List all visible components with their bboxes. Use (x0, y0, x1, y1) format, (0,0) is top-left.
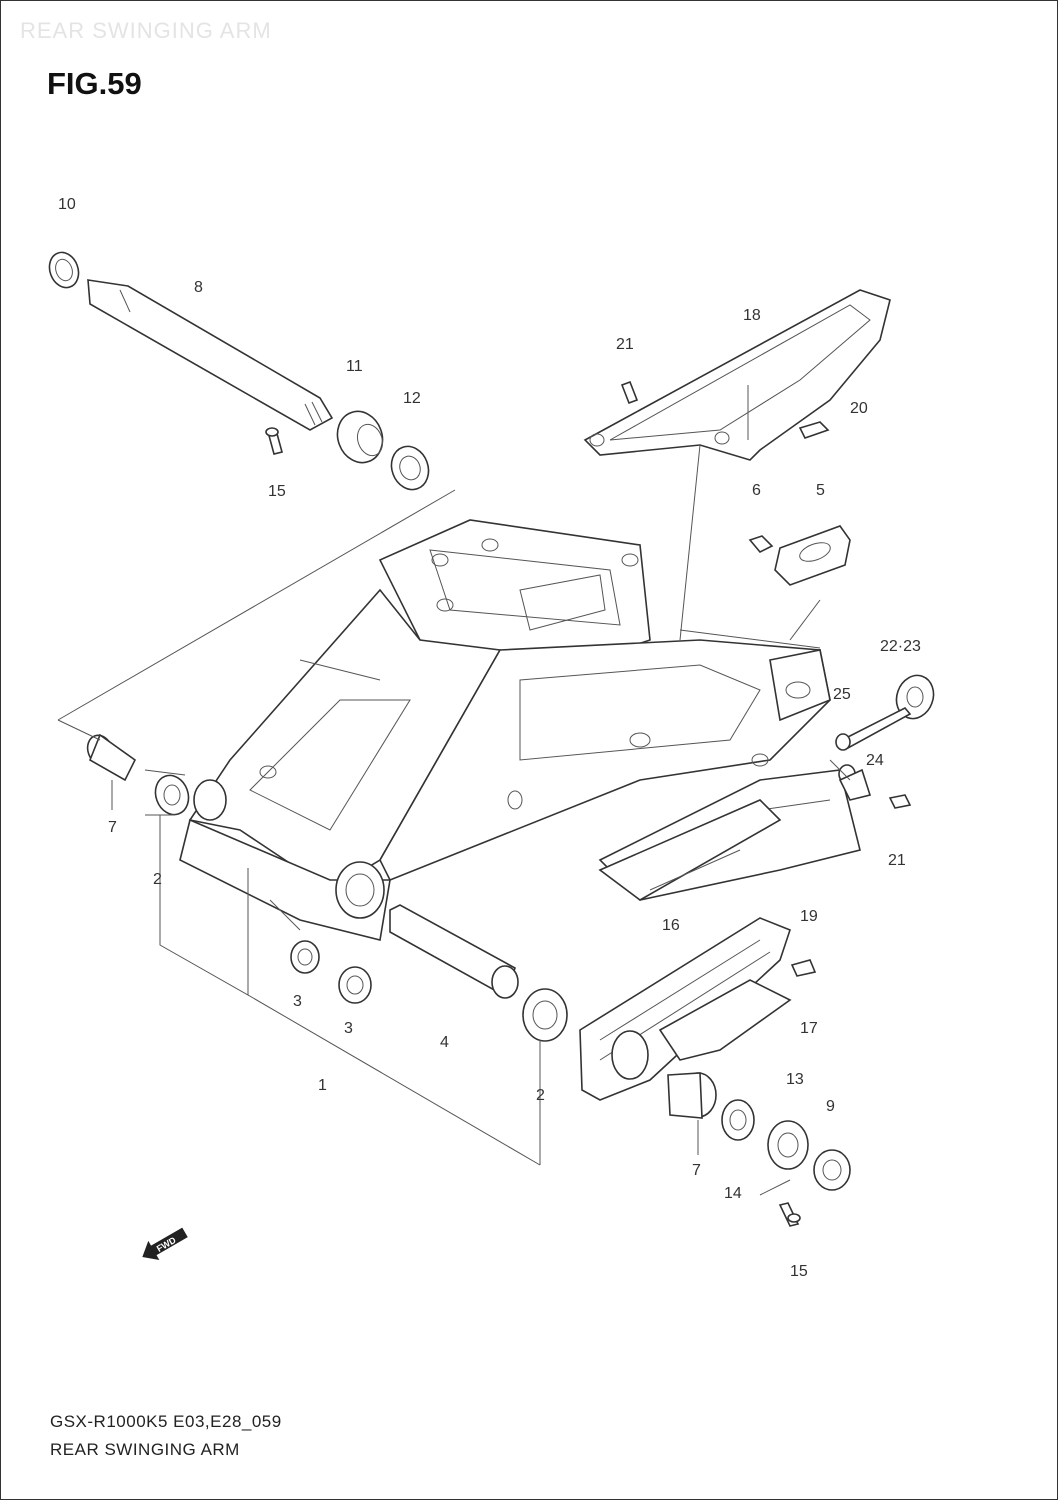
callout-18: 18 (743, 307, 761, 324)
callout-6: 6 (752, 482, 761, 499)
lock-nut-part-12 (390, 445, 430, 491)
callout-15-bottom: 15 (790, 1263, 808, 1280)
callout-4: 4 (440, 1034, 449, 1051)
callout-21-lower: 21 (888, 852, 906, 869)
callout-3-a: 3 (293, 993, 302, 1010)
header-watermark: REAR SWINGING ARM (20, 18, 272, 43)
leader-lines (57, 385, 851, 1196)
callout-13: 13 (786, 1071, 804, 1088)
cushion-rod-part-17 (658, 979, 792, 1061)
callout-7-left: 7 (108, 819, 117, 836)
bearing-part-2-left (144, 769, 190, 816)
callout-7-right: 7 (692, 1162, 701, 1179)
adjuster-nut-part-11 (336, 410, 384, 464)
chain-guard-part-16 (598, 799, 782, 901)
bolt-part-6 (748, 535, 774, 553)
footer-model-code: GSX-R1000K5 E03,E28_059 (50, 1412, 282, 1431)
footer-section-name: REAR SWINGING ARM (50, 1440, 240, 1459)
callout-21-top: 21 (616, 336, 634, 353)
callout-2-left: 2 (153, 871, 162, 888)
callout-8: 8 (194, 279, 203, 296)
callout-15-top: 15 (268, 483, 286, 500)
callout-10: 10 (58, 196, 76, 213)
collar-part-7-left (86, 733, 137, 782)
nut-part-13 (721, 1099, 755, 1141)
callout-24: 24 (866, 752, 884, 769)
pivot-shaft-part-8 (48, 251, 334, 431)
chain-guide-bracket-part-18 (583, 289, 891, 641)
callout-2-right: 2 (536, 1087, 545, 1104)
callout-11: 11 (346, 358, 363, 375)
figure-title: FIG.59 (47, 66, 142, 101)
callout-12: 12 (403, 390, 421, 407)
plate-part-5 (774, 525, 851, 586)
screw-part-21-lower (888, 794, 912, 809)
swing-arm-body-part-1 (179, 519, 861, 941)
forward-direction-arrow-icon: FWD (142, 1227, 188, 1260)
bolt-part-19-small (790, 959, 817, 977)
callout-20: 20 (850, 400, 868, 417)
lock-nut-part-14 (813, 1149, 851, 1191)
callout-19: 19 (800, 908, 818, 925)
callout-labels: 10 8 11 12 15 21 18 20 6 5 22·23 25 24 2… (58, 196, 921, 1280)
spacer-tube-part-4 (389, 904, 519, 999)
callout-1: 1 (318, 1077, 327, 1094)
bearing-part-3-a (290, 940, 320, 974)
screw-part-20 (798, 421, 830, 439)
callout-16: 16 (662, 917, 680, 934)
callout-5: 5 (816, 482, 825, 499)
collar-part-7-right (667, 1072, 717, 1119)
bolt-part-15-bottom (778, 1202, 801, 1227)
adjuster-bolt-part-25 (835, 706, 912, 751)
bearing-part-3-b (338, 966, 372, 1004)
callout-9: 9 (826, 1098, 835, 1115)
callout-25: 25 (833, 686, 851, 703)
callout-3-b: 3 (344, 1020, 353, 1037)
callout-14: 14 (724, 1185, 742, 1202)
callout-17: 17 (800, 1020, 818, 1037)
bolt-part-15-top (265, 427, 283, 455)
screw-part-21-top (620, 380, 639, 405)
callout-22-23: 22·23 (880, 638, 921, 655)
bearing-part-2-right (522, 988, 568, 1042)
adjuster-part-9 (767, 1120, 809, 1170)
